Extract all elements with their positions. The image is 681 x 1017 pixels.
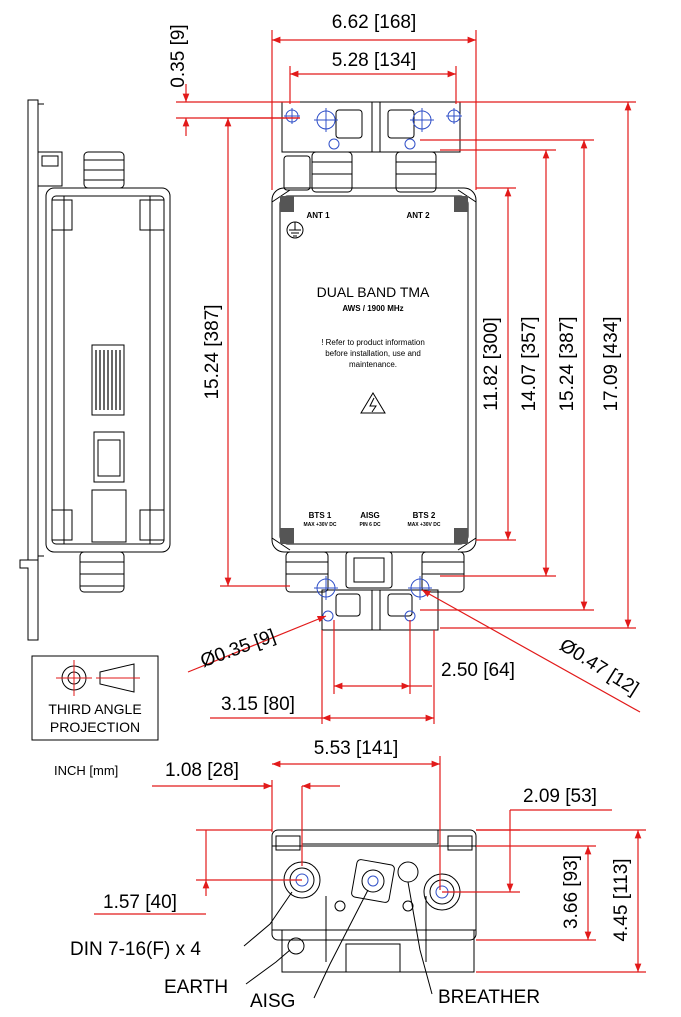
warning-icon [360,392,386,414]
note-line-1: ! Refer to product information [321,338,425,347]
callout-breather: BREATHER [438,987,540,1008]
dim-overall-width: 6.62 [168] [332,12,417,33]
callout-earth: EARTH [164,977,228,998]
aisg-sub: PIN 6 DC [359,522,381,528]
device-title: DUAL BAND TMA [317,284,430,300]
front-view: ANT 1 ANT 2 DUAL BAND TMA AWS / 1900 MHz… [271,101,477,631]
bts1-label: BTS 1 [309,511,332,520]
side-view [19,99,171,641]
dim-bottom-553: 5.53 [141] [314,738,399,759]
bottom-view [271,829,477,973]
dim-bottom-209: 2.09 [53] [523,786,597,807]
projection-line-1: THIRD ANGLE [48,701,141,717]
dim-bottom-445: 4.45 [113] [611,858,632,941]
dim-bracket-offset: 0.35 [9] [168,24,189,87]
unit-label: INCH [mm] [54,763,118,778]
dim-bottom-157: 1.57 [40] [103,892,177,913]
bts2-label: BTS 2 [413,511,436,520]
device-subtitle: AWS / 1900 MHz [342,304,403,313]
note-line-3: maintenance. [349,360,397,369]
dim-h434: 17.09 [434] [601,316,622,411]
dim-bracket-width: 5.28 [134] [332,50,417,71]
bts1-sub: MAX +30V DC [304,522,337,528]
dim-hole-small: Ø0.35 [9] [198,626,279,672]
projection-line-2: PROJECTION [50,719,140,735]
dim-left-height: 15.24 [387] [202,304,223,399]
dim-h300: 11.82 [300] [481,317,502,411]
bottom-dimensions: 5.53 [141] 1.08 [28] 1.57 [40] 2.09 [53]… [94,738,646,973]
callouts: DIN 7-16(F) x 4 EARTH AISG BREATHER [70,881,540,1012]
dim-bottom-315: 3.15 [80] [221,694,295,715]
dim-h387: 15.24 [387] [557,316,578,411]
dim-bottom-108: 1.08 [28] [165,760,239,781]
ant2-label: ANT 2 [406,211,430,220]
dim-hole-large: Ø0.47 [12] [556,635,642,700]
dim-h357: 14.07 [357] [519,316,540,411]
dim-bottom-250: 2.50 [64] [441,660,515,681]
bts2-sub: MAX +30V DC [408,522,441,528]
callout-aisg: AISG [250,991,295,1012]
ant1-label: ANT 1 [306,211,330,220]
aisg-label: AISG [360,511,380,520]
projection-symbol: THIRD ANGLE PROJECTION [31,655,159,741]
dim-bottom-366: 3.66 [93] [561,855,582,929]
callout-din: DIN 7-16(F) x 4 [70,939,201,960]
note-line-2: before installation, use and [325,349,421,358]
